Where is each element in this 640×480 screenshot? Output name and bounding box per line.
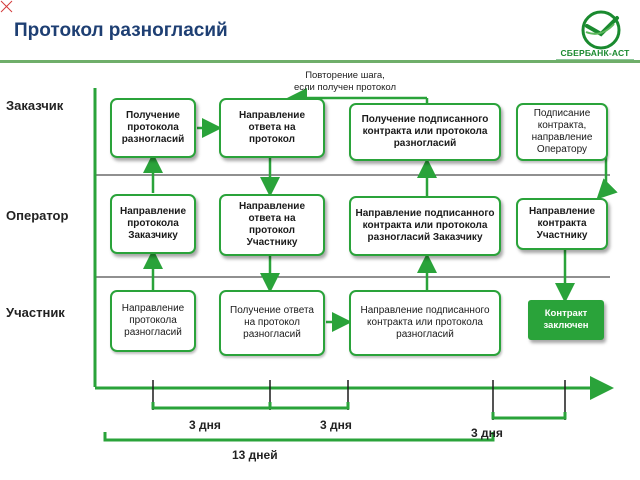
step-p4-contract-concluded: Контракт заключен — [528, 300, 604, 340]
close-icon — [0, 0, 13, 13]
duration-seg1: 3 дня — [189, 418, 221, 432]
repeat-note-line2: если получен протокол — [293, 82, 397, 93]
step-o3: Направление подписанного контракта или п… — [349, 196, 501, 256]
step-c4: Подписание контракта, направление Операт… — [516, 103, 608, 161]
duration-seg3: 3 дня — [471, 426, 503, 440]
bracket-seg2 — [268, 402, 350, 410]
bracket-seg3 — [491, 412, 567, 420]
lane-label-participant: Участник — [6, 305, 65, 320]
step-c3: Получение подписанного контракта или про… — [349, 103, 501, 161]
duration-total: 13 дней — [232, 448, 278, 462]
bracket-seg1 — [151, 402, 272, 410]
repeat-note-line1: Повторение шага, — [305, 70, 385, 81]
duration-seg2: 3 дня — [320, 418, 352, 432]
step-c2: Направление ответа на протокол — [219, 98, 325, 158]
title-divider — [0, 60, 640, 63]
time-ticks — [152, 380, 566, 420]
step-o2: Направление ответа на протокол Участнику — [219, 194, 325, 256]
repeat-note: Повторение шага, если получен протокол — [270, 70, 420, 94]
step-p2: Получение ответа на протокол разногласий — [219, 290, 325, 356]
step-c1: Получение протокола разногласий — [110, 98, 196, 158]
step-p3: Направление подписанного контракта или п… — [349, 290, 501, 356]
step-p1: Направление протокола разногласий — [110, 290, 196, 352]
bracket-total — [103, 432, 495, 442]
step-o1: Направление протокола Заказчику — [110, 194, 196, 254]
step-o4: Направление контракта Участнику — [516, 198, 608, 250]
sberbank-logo-icon — [581, 10, 621, 50]
page-title: Протокол разногласий — [14, 20, 228, 41]
logo-text: СБЕРБАНК-АСТ — [560, 48, 630, 58]
lane-label-operator: Оператор — [6, 208, 69, 223]
lane-label-customer: Заказчик — [6, 98, 64, 113]
